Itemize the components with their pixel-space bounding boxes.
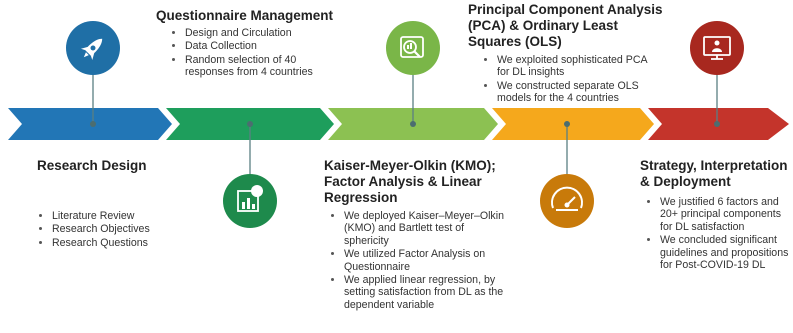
list-item: Research Objectives [52,223,197,235]
report-icon [223,174,277,228]
stage-research-design: Research Design Literature Review Resear… [37,158,197,250]
bullet-list: We deployed Kaiser–Meyer–Olkin (KMO) and… [329,210,510,311]
list-item: Research Questions [52,237,197,249]
stage-title: Research Design [37,158,147,173]
rocket-icon [66,21,120,75]
list-item: We utilized Factor Analysis on Questionn… [344,248,510,273]
stage-questionnaire-management: Questionnaire Management Design and Circ… [156,8,341,80]
list-item: We exploited sophisticated PCA for DL in… [497,54,657,79]
magnifier-chart-icon [386,21,440,75]
stage-title: Strategy, Interpretation & Deployment [640,158,788,189]
list-item: We justified 6 factors and 20+ principal… [660,196,791,233]
stage-pca-ols: Principal Component Analysis (PCA) & Ord… [468,2,683,106]
arrow-segment-pca [492,108,654,140]
list-item: Literature Review [52,210,197,222]
stage-title: Kaiser-Meyer-Olkin (KMO); Factor Analysi… [324,158,496,205]
stage-title: Principal Component Analysis (PCA) & Ord… [468,2,663,49]
list-item: Data Collection [185,40,341,52]
gauge-icon [540,174,594,228]
bullet-list: Design and Circulation Data Collection R… [170,27,341,79]
list-item: Design and Circulation [185,27,341,39]
stage-strategy-deployment: Strategy, Interpretation & Deployment We… [640,158,791,272]
list-item: We concluded significant guidelines and … [660,234,791,271]
bullet-list: We exploited sophisticated PCA for DL in… [482,54,657,105]
bullet-list: Literature Review Research Objectives Re… [37,210,197,249]
stage-kmo-factor-regression: Kaiser-Meyer-Olkin (KMO); Factor Analysi… [324,158,510,312]
connector-dots [90,121,720,127]
presentation-icon [690,21,744,75]
list-item: We deployed Kaiser–Meyer–Olkin (KMO) and… [344,210,510,247]
connector-lines [92,70,718,175]
list-item: We applied linear regression, by setting… [344,274,510,311]
list-item: Random selection of 40 responses from 4 … [185,54,335,79]
bullet-list: We justified 6 factors and 20+ principal… [645,196,791,271]
list-item: We constructed separate OLS models for t… [497,80,657,105]
stage-title: Questionnaire Management [156,8,334,23]
